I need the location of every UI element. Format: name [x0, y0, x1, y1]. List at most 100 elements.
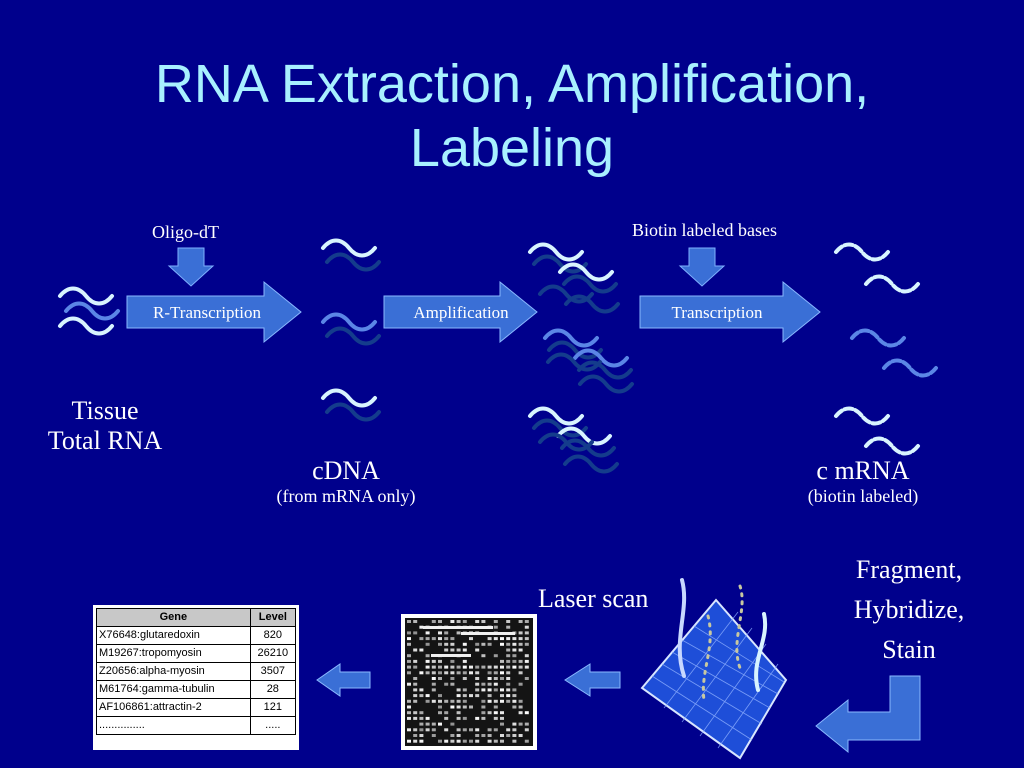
array-spot: [413, 665, 418, 669]
array-spot: [419, 688, 424, 692]
array-spot: [475, 620, 480, 623]
array-spot: [413, 734, 418, 737]
array-spot: [438, 694, 442, 698]
array-spot: [444, 671, 449, 675]
array-spot: [407, 659, 411, 663]
array-spot: [407, 699, 411, 703]
title-line-2: Labeling: [409, 118, 615, 178]
array-spot: [512, 722, 517, 726]
table-cell-level: 820: [249, 626, 297, 645]
array-spot: [456, 711, 461, 715]
array-spot: [481, 734, 486, 737]
gene-level-table: Gene Level X76648:glutaredoxin 820 M1926…: [93, 605, 299, 750]
array-spot: [462, 671, 467, 675]
amplification-arrow: Amplification: [383, 280, 538, 344]
array-spot: [512, 637, 517, 641]
table-row: X76648:glutaredoxin 820: [96, 626, 297, 645]
array-spot: [450, 734, 455, 737]
array-spot: [419, 711, 424, 715]
array-spot: [493, 711, 498, 715]
array-spot: [425, 694, 430, 698]
table-cell-level: 28: [249, 680, 297, 699]
array-spot: [413, 620, 418, 623]
table-row: AF106861:attractin-2 121: [96, 698, 297, 717]
array-spot: [438, 671, 442, 675]
table-cell-level: 121: [249, 698, 297, 717]
array-spot: [456, 734, 461, 737]
fragment-hybridize-stain-label: Fragment, Hybridize, Stain: [824, 550, 994, 670]
table-cell-gene: AF106861:attractin-2: [96, 698, 251, 717]
array-spot: [425, 654, 430, 658]
array-spot: [487, 734, 492, 737]
array-spot: [462, 699, 467, 703]
table-row: M61764:gamma-tubulin 28: [96, 680, 297, 699]
array-spot: [524, 659, 529, 663]
array-spot: [506, 677, 511, 680]
array-spot: [456, 716, 461, 720]
tissue-label: Tissue Total RNA: [26, 396, 184, 456]
array-spot: [413, 694, 418, 698]
table-cell-gene: X76648:glutaredoxin: [96, 626, 251, 645]
array-spot: [524, 711, 529, 715]
array-spot: [487, 682, 492, 686]
array-spot: [444, 637, 449, 641]
array-spot: [493, 637, 498, 641]
array-spot: [512, 648, 517, 652]
array-spot: [444, 648, 449, 652]
array-spot: [450, 739, 455, 743]
array-spot: [500, 716, 504, 720]
array-spot: [512, 642, 517, 646]
array-spot: [413, 677, 418, 680]
array-spot: [500, 688, 504, 692]
oligo-dt-label: Oligo-dT: [152, 222, 219, 242]
array-spot: [413, 699, 418, 703]
array-spot: [512, 739, 517, 743]
array-spot: [407, 642, 411, 646]
array-spot: [487, 642, 492, 646]
array-spot: [450, 705, 455, 709]
array-spot: [413, 739, 418, 743]
table-header-level: Level: [249, 608, 297, 627]
array-spot: [431, 699, 436, 703]
array-spot: [500, 642, 504, 646]
array-spot: [518, 659, 523, 663]
array-spot: [462, 705, 467, 709]
amplification-label: Amplification: [413, 303, 509, 322]
array-spot: [431, 728, 436, 732]
array-spot: [444, 699, 449, 703]
fragment-line-2: Hybridize,: [853, 595, 965, 624]
array-spot: [493, 705, 498, 709]
array-spot: [425, 665, 430, 669]
array-spot: [506, 699, 511, 703]
table-cell-gene: ...............: [96, 716, 251, 735]
array-spot: [500, 699, 504, 703]
array-spot: [438, 705, 442, 709]
array-spot: [438, 722, 442, 726]
array-spot: [512, 728, 517, 732]
array-spot: [425, 642, 430, 646]
array-spot: [462, 642, 467, 646]
array-spot: [425, 671, 430, 675]
array-spot: [493, 699, 498, 703]
table-cell-gene: Z20656:alpha-myosin: [96, 662, 251, 681]
array-spot: [481, 705, 486, 709]
array-spot: [419, 716, 424, 720]
tissue-line-1: Tissue: [71, 396, 139, 425]
array-spot: [493, 716, 498, 720]
array-spot: [438, 659, 442, 663]
array-spot: [487, 699, 492, 703]
array-spot: [500, 659, 504, 663]
array-spot: [512, 688, 517, 692]
array-spot: [475, 671, 480, 675]
array-spot: [500, 665, 504, 669]
array-spot: [506, 659, 511, 663]
array-spot: [407, 620, 411, 623]
array-spot: [524, 665, 529, 669]
array-spot: [431, 722, 436, 726]
array-spot: [487, 688, 492, 692]
array-spot: [487, 739, 492, 743]
array-spot: [524, 631, 529, 635]
array-spot: [493, 739, 498, 743]
array-spot: [512, 734, 517, 737]
